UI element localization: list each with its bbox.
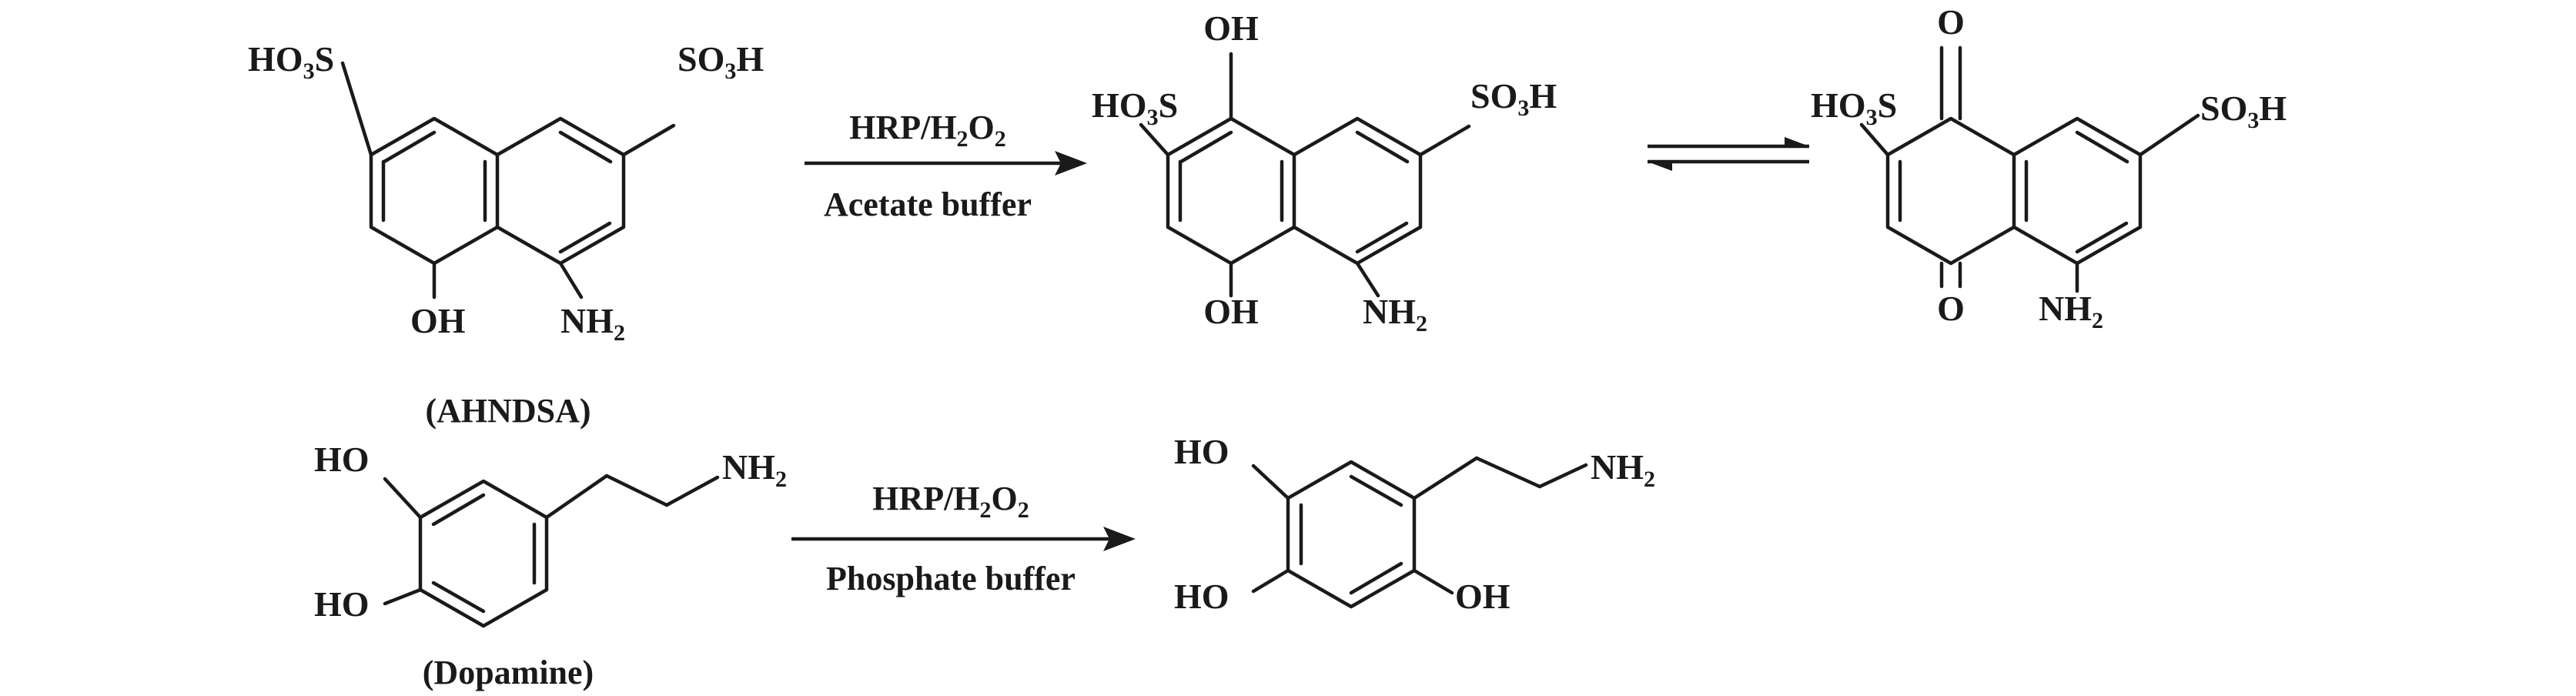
reaction-arrow-2 xyxy=(791,527,1136,551)
molecule-dihydroxy-product xyxy=(1139,52,1471,298)
quinone-top-oxo-label: O xyxy=(1937,2,1965,42)
quinone-sulfonic-right-label: SO3H xyxy=(2200,89,2287,133)
product-1-amine-label: NH2 xyxy=(1363,292,1427,336)
product-2-hydroxyl-top-label: HO xyxy=(1174,432,1229,471)
arrow-2-reagent-label: HRP/H2O2 xyxy=(872,480,1029,523)
molecule-hydroxydopamine xyxy=(1251,456,1588,609)
ahndsa-name-label: (AHNDSA) xyxy=(425,392,590,430)
quinone-amine-label: NH2 xyxy=(2039,289,2103,333)
dopamine-amine-label: NH2 xyxy=(722,447,787,492)
arrow-1-condition-label: Acetate buffer xyxy=(824,186,1032,223)
quinone-bottom-oxo-label: O xyxy=(1937,289,1965,328)
molecule-dopamine xyxy=(383,473,720,628)
product-1-sulfonic-left-label: HO3S xyxy=(1092,85,1178,130)
arrow-1-reagent-label: HRP/H2O2 xyxy=(849,109,1006,152)
product-2-hydroxyl-bottom-label: HO xyxy=(1174,577,1229,616)
arrow-2-condition-label: Phosphate buffer xyxy=(826,560,1076,597)
dopamine-name-label: (Dopamine) xyxy=(423,654,594,691)
equilibrium-arrows xyxy=(1648,137,1809,171)
ahndsa-hydroxyl-label: OH xyxy=(410,301,466,340)
reaction-arrow-1 xyxy=(805,151,1087,176)
dopamine-hydroxyl-bottom-label: HO xyxy=(314,584,370,624)
ahndsa-sulfonic-left-label: HO3S xyxy=(248,39,334,84)
product-2-hydroxyl-right-label: OH xyxy=(1455,577,1510,616)
product-1-sulfonic-right-label: SO3H xyxy=(1470,76,1557,121)
quinone-sulfonic-left-label: HO3S xyxy=(1811,85,1897,130)
product-2-amine-label: NH2 xyxy=(1591,447,1655,492)
molecule-naphthoquinone xyxy=(1859,45,2200,293)
product-1-bottom-hydroxyl-label: OH xyxy=(1203,292,1259,331)
product-1-top-hydroxyl-label: OH xyxy=(1203,8,1259,48)
molecule-ahndsa xyxy=(340,61,676,299)
ahndsa-sulfonic-right-label: SO3H xyxy=(677,39,764,84)
dopamine-hydroxyl-top-label: HO xyxy=(314,440,370,479)
ahndsa-amine-label: NH2 xyxy=(560,301,625,346)
